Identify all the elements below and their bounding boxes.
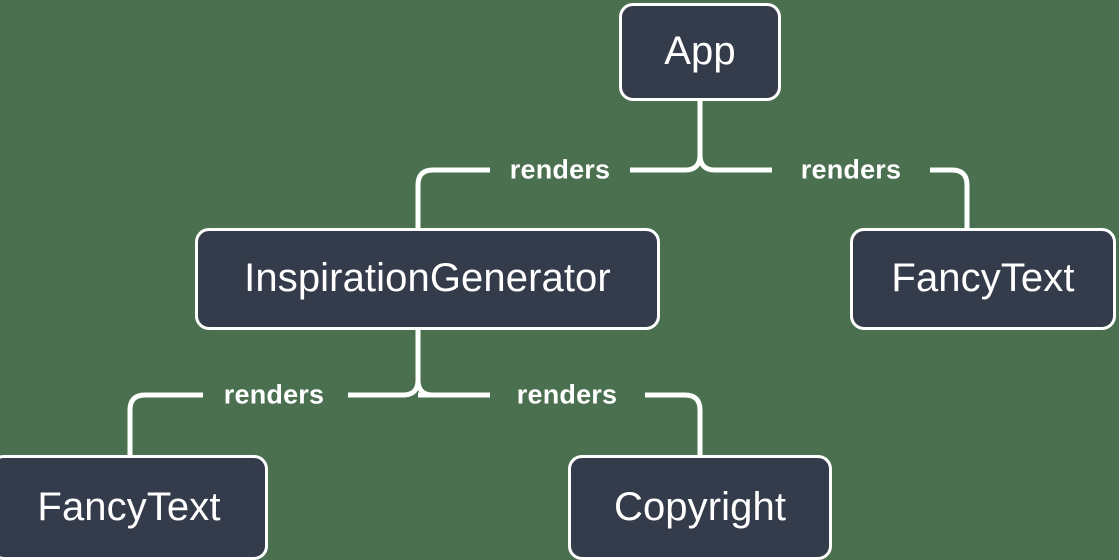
edge-app-to-inspiration-2 xyxy=(415,167,490,228)
node-copyright-label: Copyright xyxy=(613,484,787,529)
edge-inspiration-to-copyright-junction xyxy=(415,379,434,398)
node-app[interactable]: App xyxy=(619,3,781,101)
edge-inspiration-to-copyright-2 xyxy=(645,392,703,455)
node-inspiration-generator[interactable]: InspirationGenerator xyxy=(195,228,660,330)
edge-app-to-fancytext-right-2 xyxy=(930,167,970,228)
edge-inspiration-to-fancytext-2 xyxy=(127,392,203,455)
node-fancytext-right[interactable]: FancyText xyxy=(850,228,1116,330)
edge-label-app-inspiration: renders xyxy=(509,154,611,185)
node-inspiration-generator-label: InspirationGenerator xyxy=(244,256,611,300)
edge-app-to-fancytext-right xyxy=(697,154,772,173)
edge-label-inspiration-fancytext: renders xyxy=(223,379,325,410)
edge-label-inspiration-copyright: renders xyxy=(516,379,618,410)
node-app-label: App xyxy=(664,29,736,73)
node-fancytext-left-label: FancyText xyxy=(37,484,221,529)
edge-app-to-inspiration xyxy=(630,154,703,173)
edge-inspiration-to-fancytext xyxy=(348,379,421,398)
node-fancytext-left[interactable]: FancyText xyxy=(0,455,268,560)
node-fancytext-right-label: FancyText xyxy=(891,256,1075,300)
edge-label-app-fancytext-right: renders xyxy=(800,154,902,185)
node-copyright[interactable]: Copyright xyxy=(568,455,832,560)
